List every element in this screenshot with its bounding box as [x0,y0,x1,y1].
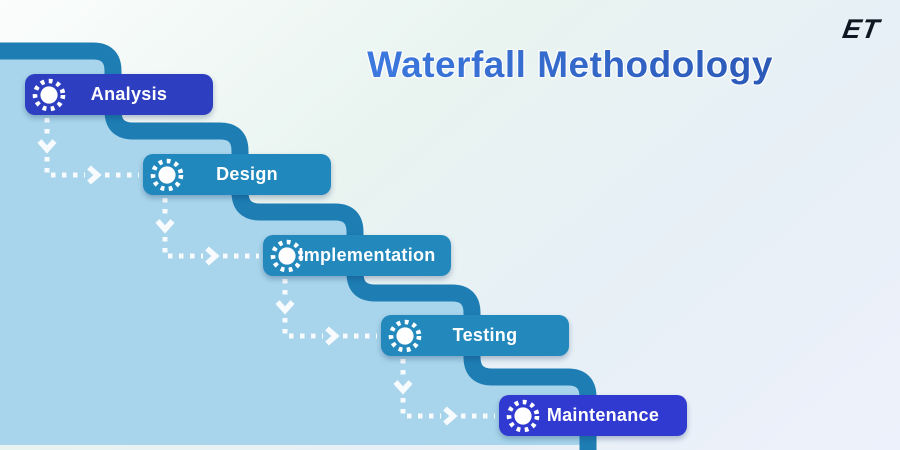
stage-pill-design: Design [143,154,331,195]
stage-pill-implementation: Implementation [263,235,451,276]
stage-pill-maintenance: Maintenance [499,395,687,436]
ribbon-stroke-shape [0,42,597,450]
dashed-circle-icon [148,156,186,194]
chevron-right-icon [443,406,458,426]
stage-label: Testing [452,325,518,345]
flow-connectors [37,118,495,426]
stage-label: Design [216,164,278,184]
dashed-circle-icon [268,237,306,275]
stage-pill-analysis: Analysis [25,74,213,115]
connector-dots [162,237,203,259]
page-title: Waterfall Methodology [330,44,810,86]
brand-logo: ET [840,14,883,44]
dashed-circle-icon [504,397,542,435]
stage-label: Implementation [298,245,436,265]
dashed-circle-icon [386,317,424,355]
chevron-right-icon [325,326,340,346]
stage-label: Maintenance [546,405,660,425]
stage-label: Analysis [90,84,168,104]
stage-pill-testing: Testing [381,315,569,356]
chevron-down-icon [37,139,57,154]
chevron-right-icon [205,246,220,266]
chevron-down-icon [155,219,175,234]
chevron-down-icon [393,380,413,395]
chevron-right-icon [87,165,102,185]
dashed-circle-icon [30,76,68,114]
chevron-down-icon [275,300,295,315]
